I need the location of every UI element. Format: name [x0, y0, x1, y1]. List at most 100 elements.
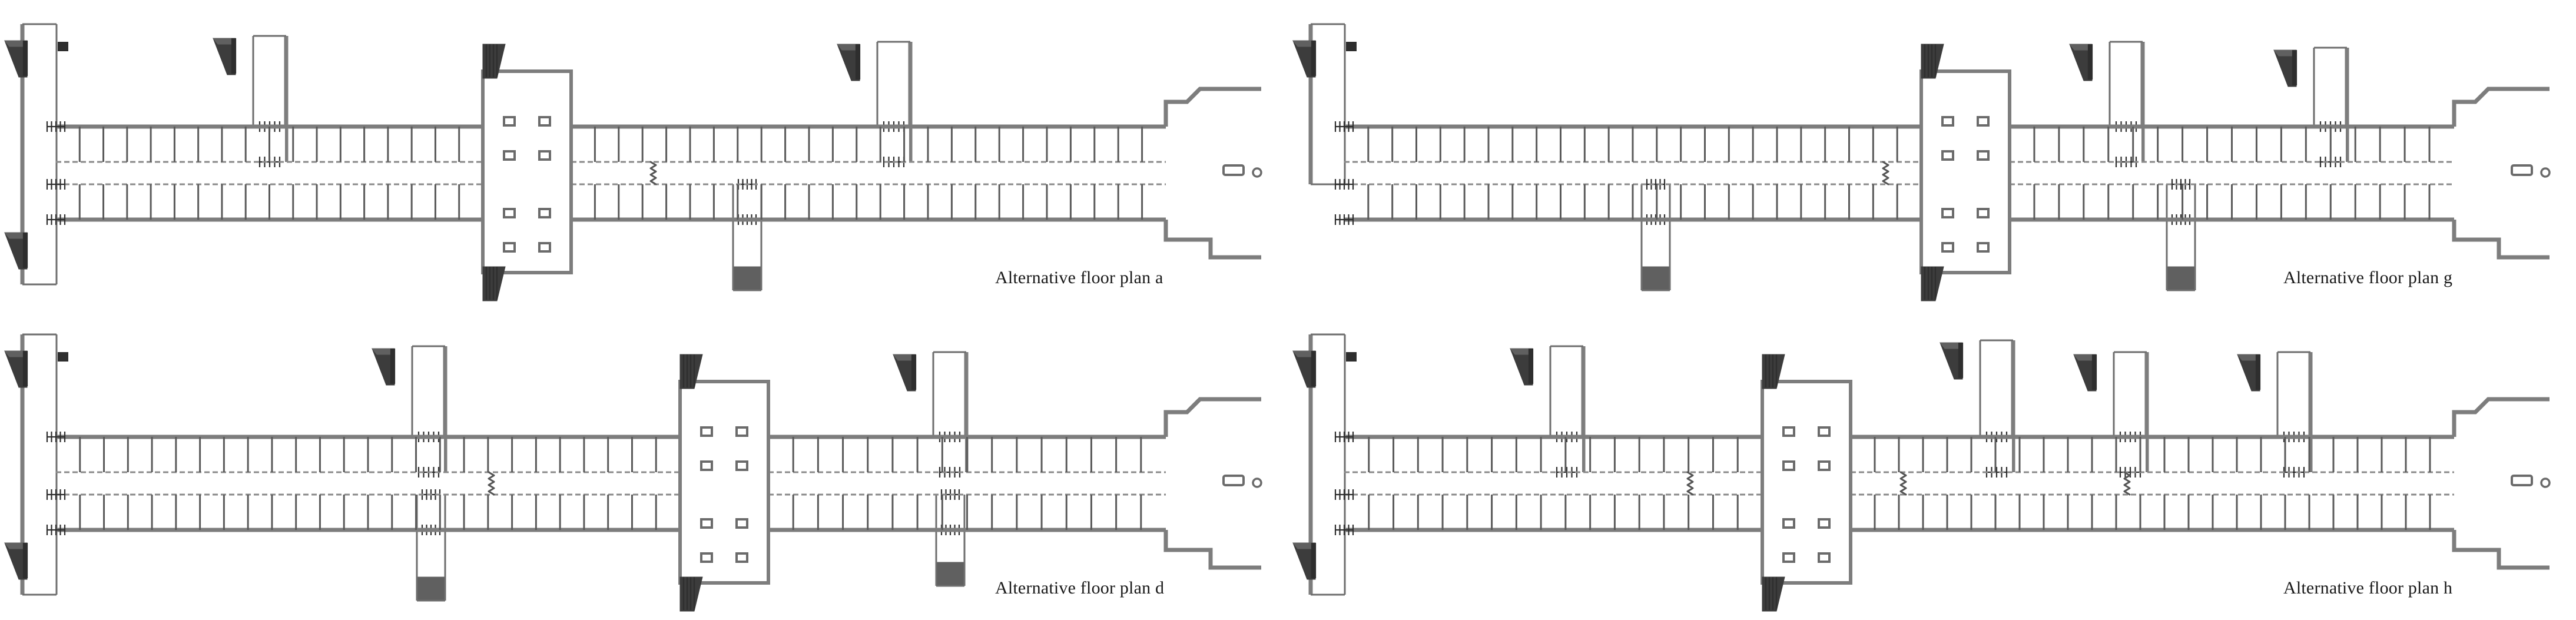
floor-plan-drawing-h [1288, 318, 2576, 612]
zigzag-break-icon [649, 161, 657, 185]
terminus-lower-outline [2452, 530, 2550, 570]
stair-icon [1292, 40, 1317, 78]
plan-caption-a: Alternative floor plan a [995, 268, 1163, 287]
terminus-upper-outline [2452, 87, 2550, 127]
elevator-shaft-icon [1977, 208, 1990, 218]
elevator-shaft-icon [700, 426, 713, 437]
elevator-shaft-icon [538, 208, 551, 218]
terminus-oval-icon [1222, 164, 1245, 176]
up-wing-opening-1 [934, 437, 965, 472]
floor-plan-panel-g[interactable]: Alternative floor plan g [1288, 0, 2576, 310]
floor-plan-panel-h[interactable]: Alternative floor plan h [1288, 310, 2576, 620]
floor-plan-panel-a[interactable]: Alternative floor plan a [0, 0, 1288, 310]
elevator-shaft-icon [1818, 460, 1831, 471]
elevator-shaft-icon [503, 208, 516, 218]
zigzag-break-icon [1899, 471, 1907, 496]
elevator-shaft-icon [503, 116, 516, 127]
elevator-shaft-icon [735, 426, 748, 437]
stair-icon [4, 232, 28, 270]
wall-hatch-icon [1334, 214, 1354, 225]
elevator-shaft-icon [1782, 552, 1795, 563]
stair-icon [1939, 342, 1964, 380]
stair-icon [371, 348, 396, 386]
stair-icon [1292, 350, 1317, 388]
wall-hatch-icon [1334, 525, 1354, 535]
stair-icon [1762, 354, 1785, 389]
wall-hatch-icon [46, 525, 66, 535]
down-wing-opening-0 [734, 184, 760, 220]
wall-hatch-icon [46, 432, 66, 442]
wall-hatch-icon [1334, 121, 1354, 132]
elevator-shaft-icon [1941, 242, 1954, 253]
up-wing-opening-0 [1551, 437, 1582, 472]
elevator-shaft-icon [700, 460, 713, 471]
floor-plan-drawing-a [0, 8, 1288, 302]
terminus-lower-outline [1163, 530, 1261, 570]
terminus-circle-icon [1252, 167, 1262, 178]
down-wing-opening-0 [1643, 184, 1669, 220]
stair-icon [679, 576, 703, 612]
stair-icon [482, 44, 506, 79]
elevator-shaft-icon [1941, 116, 1954, 127]
elevator-shaft-icon [1941, 150, 1954, 161]
up-wing-opening-0 [413, 437, 444, 472]
stair-icon [482, 266, 506, 301]
stair-icon [2073, 354, 2097, 392]
wall-hatch-icon [46, 121, 66, 132]
stair-icon [679, 354, 703, 389]
elevator-shaft-icon [1977, 116, 1990, 127]
zigzag-break-icon [1882, 161, 1889, 185]
terminus-oval-icon [1222, 475, 1245, 486]
elevator-shaft-icon [1782, 518, 1795, 529]
core-block [481, 69, 573, 274]
elevator-shaft-icon [735, 552, 748, 563]
stair-icon-down-0 [1642, 266, 1669, 290]
stair-icon-down-1 [937, 562, 964, 585]
up-wing-opening-0 [2111, 127, 2141, 162]
elevator-shaft-icon [735, 518, 748, 529]
stair-icon [4, 542, 28, 580]
stair-icon [1762, 576, 1785, 612]
plan-geometry [4, 23, 1262, 301]
terminus-upper-outline [2452, 397, 2550, 437]
stair-icon [4, 40, 28, 78]
terminus-lower-outline [2452, 220, 2550, 260]
door-icon [1346, 352, 1357, 362]
elevator-shaft-icon [735, 460, 748, 471]
core-block [1919, 69, 2011, 274]
core-block [678, 380, 770, 585]
stair-icon [1921, 266, 1944, 301]
plan-background [0, 318, 1288, 612]
plan-background [0, 8, 1288, 302]
terminus-upper-outline [1163, 397, 1261, 437]
plan-caption-g: Alternative floor plan g [2283, 268, 2453, 287]
elevator-shaft-icon [1818, 552, 1831, 563]
plan-background [1288, 318, 2576, 612]
stair-icon [1921, 44, 1944, 79]
terminus-oval-icon [2511, 475, 2533, 486]
terminus-lower-outline [1163, 220, 1261, 260]
elevator-shaft-icon [1782, 460, 1795, 471]
door-icon [58, 42, 68, 51]
core-block [1761, 380, 1852, 585]
elevator-shaft-icon [1941, 208, 1954, 218]
door-icon [58, 352, 68, 362]
elevator-shaft-icon [1782, 426, 1795, 437]
stair-icon [892, 354, 917, 392]
zigzag-break-icon [2123, 471, 2131, 496]
terminus-oval-icon [2511, 164, 2533, 176]
wall-hatch-icon [46, 214, 66, 225]
stair-icon [4, 350, 28, 388]
elevator-shaft-icon [1818, 426, 1831, 437]
floor-plan-panel-d[interactable]: Alternative floor plan d [0, 310, 1288, 620]
door-icon [1346, 42, 1357, 51]
stair-icon-down-1 [2167, 266, 2194, 290]
zigzag-break-icon [488, 471, 495, 496]
stair-icon [2236, 354, 2261, 392]
zigzag-break-icon [1686, 471, 1694, 496]
elevator-shaft-icon [700, 518, 713, 529]
stair-icon [1292, 542, 1317, 580]
wall-hatch-icon [1334, 179, 1354, 190]
elevator-shaft-icon [1977, 150, 1990, 161]
stair-icon [836, 44, 861, 81]
